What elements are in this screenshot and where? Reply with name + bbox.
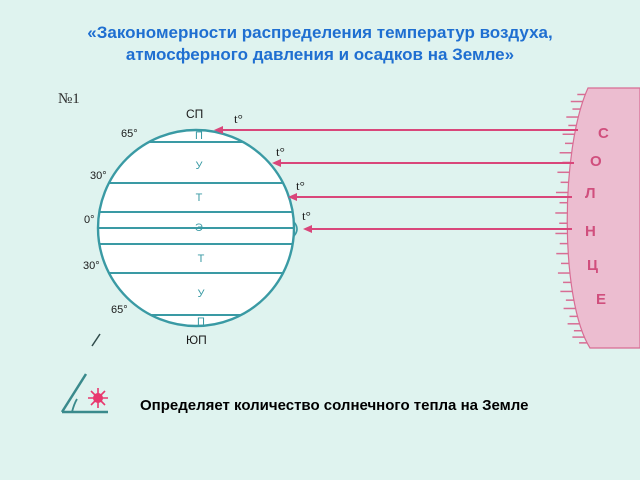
belt-label: У bbox=[196, 160, 204, 172]
sun-icon bbox=[88, 388, 108, 408]
belt-label: У bbox=[198, 288, 206, 300]
sun-ticks bbox=[555, 93, 588, 344]
belt-labels: П У Т Э Т У П bbox=[195, 130, 205, 328]
sun-letter: С bbox=[598, 125, 609, 142]
angle-icon bbox=[60, 373, 108, 414]
sun-disc bbox=[566, 87, 640, 349]
ray-arrowhead bbox=[288, 193, 297, 201]
belt-label: Т bbox=[198, 253, 205, 265]
belt-label: П bbox=[195, 130, 203, 142]
ray-labels: t° t° t° t° bbox=[234, 111, 311, 223]
title-line-1: «Закономерности распределения температур… bbox=[87, 23, 553, 42]
diagram-number: №1 bbox=[58, 91, 80, 107]
sun: С О Л Н Ц Е bbox=[555, 87, 640, 349]
north-pole-label: СП bbox=[186, 107, 203, 121]
ray-arrowhead bbox=[303, 225, 312, 233]
caption-text: Определяет количество солнечного тепла н… bbox=[140, 397, 529, 414]
ray-label: t° bbox=[296, 178, 305, 193]
title-line-2: атмосферного давления и осадков на Земле… bbox=[125, 45, 515, 64]
sun-letter: Е bbox=[596, 291, 606, 308]
sun-letter: О bbox=[590, 153, 602, 170]
belt-label: Т bbox=[196, 192, 203, 204]
latitude-label: 65° bbox=[121, 128, 138, 140]
axis-tilt-mark bbox=[91, 333, 101, 347]
ray-label: t° bbox=[276, 144, 285, 159]
belt-label: П bbox=[197, 316, 205, 328]
sun-letter: Л bbox=[585, 185, 596, 202]
latitude-labels: 65° 30° 0° 30° 65° bbox=[83, 128, 138, 316]
sun-rays bbox=[214, 126, 578, 233]
ray-arrowhead bbox=[272, 159, 281, 167]
latitude-label: 30° bbox=[83, 260, 100, 272]
ray-arrowhead bbox=[214, 126, 223, 134]
latitude-label: 0° bbox=[84, 214, 95, 226]
sun-letters: С О Л Н Ц Е bbox=[585, 125, 609, 308]
ray-label: t° bbox=[302, 208, 311, 223]
sun-letter: Н bbox=[585, 223, 596, 240]
latitude-label: 30° bbox=[90, 170, 107, 182]
south-pole-label: ЮП bbox=[186, 333, 207, 347]
equator-hit-mark bbox=[293, 221, 298, 237]
sun-letter: Ц bbox=[587, 257, 598, 274]
belt-label: Э bbox=[195, 222, 203, 234]
slide-title: «Закономерности распределения температур… bbox=[0, 22, 640, 66]
latitude-label: 65° bbox=[111, 304, 128, 316]
earth-globe: П У Т Э Т У П bbox=[91, 128, 296, 347]
ray-label: t° bbox=[234, 111, 243, 126]
